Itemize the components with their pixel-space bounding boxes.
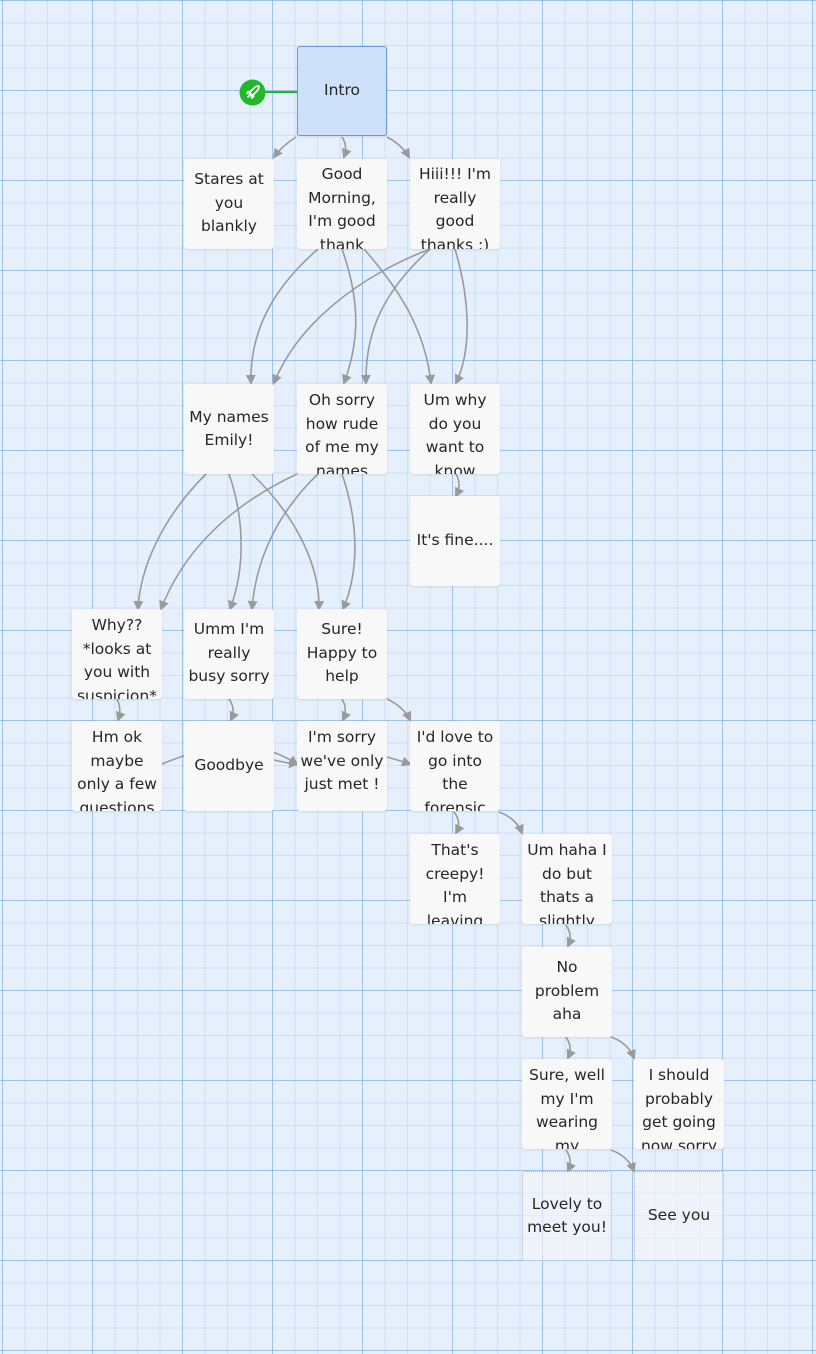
link-why-hmok <box>116 698 126 722</box>
passage-lovely-to-meet-you[interactable]: Lovely to meet you! <box>522 1171 612 1261</box>
passage-excerpt: I'm sorry we've only just met ! <box>300 728 384 793</box>
link-noproblem-surewell <box>565 1036 576 1060</box>
link-idlove-creepy <box>453 811 465 835</box>
passage-thats-creepy[interactable]: That's creepy! I'm leaving <box>410 834 500 924</box>
passage-excerpt: Hm ok maybe only a few questions <box>77 728 157 811</box>
passage-sure-well[interactable]: Sure, well my I'm wearing my <box>522 1059 612 1149</box>
passage-excerpt: That's creepy! I'm leaving <box>425 841 485 924</box>
passage-see-you[interactable]: See you <box>634 1171 724 1261</box>
passage-excerpt: Sure! Happy to help <box>306 620 378 685</box>
passage-excerpt: Um why do you want to know <box>423 391 487 474</box>
link-ohsorry-why <box>159 473 298 611</box>
passage-excerpt: It's fine.... <box>416 531 494 550</box>
passage-excerpt: Lovely to meet you! <box>527 1194 607 1237</box>
passage-excerpt: Stares at you blankly <box>194 170 264 235</box>
link-intro-goodmorning <box>341 136 352 159</box>
link-gm-mynames <box>245 248 319 385</box>
passage-excerpt: Hiii!!! I'm really good thanks :) <box>418 165 492 249</box>
passage-my-names-emily[interactable]: My names Emily! <box>184 384 274 474</box>
passage-good-morning[interactable]: Good Morning, I'm good thank <box>297 159 387 249</box>
passage-goodbye[interactable]: Goodbye <box>184 721 274 811</box>
passage-im-sorry[interactable]: I'm sorry we've only just met ! <box>297 721 387 811</box>
link-sure-imsorry <box>341 698 351 722</box>
passage-excerpt: Umm I'm really busy sorry <box>188 620 270 685</box>
passage-excerpt: My names Emily! <box>189 407 269 450</box>
passage-no-problem[interactable]: No problem aha <box>522 947 612 1037</box>
passage-excerpt: I should probably get going now sorry <box>640 1066 718 1149</box>
passage-excerpt: Good Morning, I'm good thank <box>308 165 376 249</box>
passage-id-love[interactable]: I'd love to go into the forensic <box>410 721 500 811</box>
passage-excerpt: Oh sorry how rude of me my names <box>305 391 379 474</box>
passage-its-fine[interactable]: It's fine.... <box>410 496 500 586</box>
passage-um-why[interactable]: Um why do you want to know <box>410 384 500 474</box>
passage-why-suspicion[interactable]: Why?? *looks at you with suspicion* <box>72 609 162 699</box>
passage-excerpt: Um haha I do but thats a slightly <box>527 841 607 924</box>
link-noproblem-ishould <box>610 1036 636 1060</box>
link-ohsorry-umm <box>247 473 319 611</box>
passage-intro[interactable]: Intro <box>297 46 387 136</box>
link-hiii-ohsorry <box>360 248 431 385</box>
passage-excerpt: No problem aha <box>534 958 600 1023</box>
link-gm-umwhy <box>363 248 436 385</box>
passage-i-should[interactable]: I should probably get going now sorry <box>634 1059 724 1149</box>
link-umwhy-itsfine <box>455 473 465 498</box>
link-intro-stares <box>272 136 297 159</box>
link-mynames-umm <box>228 473 242 611</box>
passage-um-haha[interactable]: Um haha I do but thats a slightly <box>522 834 612 924</box>
passage-stares-at-you[interactable]: Stares at you blankly <box>184 159 274 249</box>
start-connector <box>262 91 298 93</box>
link-imsorry-idlove <box>386 756 412 767</box>
link-surewell-lovely <box>565 1149 576 1173</box>
passage-excerpt: Sure, well my I'm wearing my <box>529 1066 605 1149</box>
passage-excerpt: I'd love to go into the forensic <box>416 728 494 811</box>
link-umm-goodbye <box>228 698 239 722</box>
link-hiii-mynames <box>272 248 431 385</box>
rocket-icon[interactable] <box>239 79 266 106</box>
link-mynames-why <box>133 473 207 611</box>
passage-excerpt: Why?? *looks at you with suspicion* <box>76 616 157 699</box>
link-idlove-umhaha <box>498 811 524 835</box>
passage-oh-sorry[interactable]: Oh sorry how rude of me my names <box>297 384 387 474</box>
passage-excerpt: See you <box>647 1206 711 1225</box>
link-intro-hiii <box>386 136 411 159</box>
link-sure-idlove <box>386 698 412 722</box>
link-ohsorry-sure <box>341 473 356 611</box>
link-mynames-sure <box>251 473 325 611</box>
passage-hiii[interactable]: Hiii!!! I'm really good thanks :) <box>410 159 500 249</box>
passage-sure-happy[interactable]: Sure! Happy to help <box>297 609 387 699</box>
link-umhaha-noproblem <box>565 924 576 948</box>
link-goodbye-imsorry <box>273 758 299 769</box>
link-hiii-umwhy <box>454 248 468 385</box>
passage-excerpt: Goodbye <box>194 756 264 775</box>
passage-excerpt: Intro <box>324 81 360 100</box>
link-gm-ohsorry <box>341 248 357 385</box>
passage-hm-ok[interactable]: Hm ok maybe only a few questions <box>72 721 162 811</box>
passage-umm-busy[interactable]: Umm I'm really busy sorry <box>184 609 274 699</box>
link-surewell-seeyou <box>610 1149 636 1173</box>
